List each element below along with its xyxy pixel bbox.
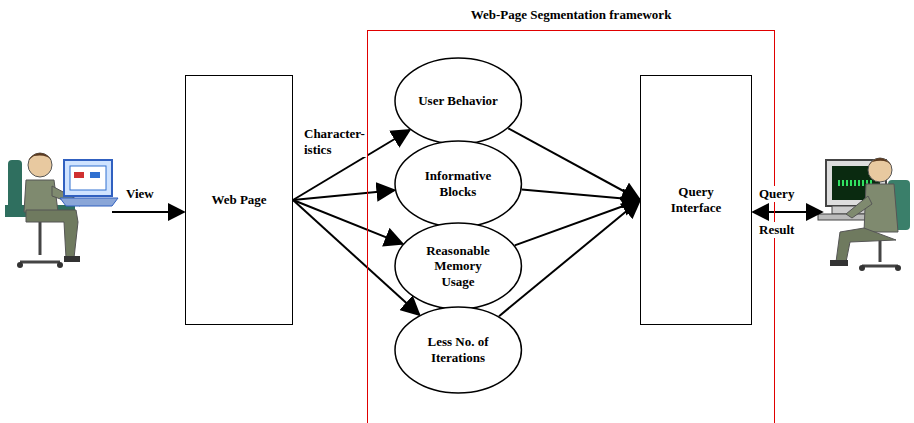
feature-ellipse: Informative Blocks: [394, 140, 522, 228]
user-left: [5, 153, 118, 268]
connector-arrow: [522, 190, 640, 200]
node-label: Web Page: [209, 192, 269, 208]
connector-arrow: [515, 200, 640, 245]
edge-group-label: Character- istics: [302, 126, 367, 157]
connector-arrow: [293, 200, 403, 244]
node-label: Less No. of Iterations: [417, 334, 499, 365]
node-label: User Behavior: [417, 93, 499, 109]
connector-arrow: [293, 190, 394, 200]
view-arrow: [112, 211, 184, 213]
node-label: Query Interface: [666, 184, 726, 215]
node-label: Reasonable Memory Usage: [417, 243, 499, 290]
feature-ellipse: User Behavior: [394, 57, 522, 145]
arrow-label: View: [124, 186, 156, 202]
feature-ellipse: Less No. of Iterations: [394, 306, 522, 394]
process-box: Query Interface: [640, 75, 752, 325]
user-right: [818, 158, 910, 271]
arrow-label: Query: [757, 186, 796, 202]
node-label: Informative Blocks: [417, 168, 499, 199]
feature-ellipse: Reasonable Memory Usage: [394, 222, 522, 310]
connector-arrow: [508, 128, 640, 200]
process-box: Web Page: [185, 75, 293, 325]
query-result-arrow: [753, 211, 822, 213]
arrow-label: Result: [757, 222, 796, 238]
frame-title: Web-Page Segmentation framework: [368, 7, 774, 23]
